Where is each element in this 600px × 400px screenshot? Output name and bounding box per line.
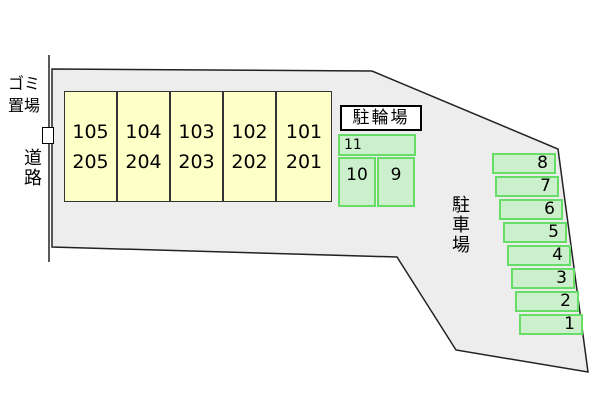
garbage-area-label-line2: 置場 [8, 96, 41, 115]
unit-upper-number: 104 [125, 120, 162, 143]
parking-space-6: 6 [499, 199, 563, 220]
parking-space-8: 8 [492, 153, 556, 174]
garbage-area-marker [42, 127, 54, 144]
unit-upper-number: 101 [285, 120, 323, 143]
unit-upper-number: 102 [231, 120, 268, 143]
parking-space-3: 3 [511, 268, 575, 289]
bike-space-10: 10 [338, 157, 376, 207]
bike-space-9: 9 [377, 157, 415, 207]
parking-label: 駐車場 [449, 195, 470, 255]
unit-upper-number: 103 [178, 120, 215, 143]
unit-102-202: 102 202 [223, 91, 276, 202]
unit-105-205: 105 205 [64, 91, 117, 202]
unit-101-201: 101 201 [276, 91, 332, 202]
unit-lower-number: 205 [72, 150, 109, 173]
unit-103-203: 103 203 [170, 91, 223, 202]
parking-space-5: 5 [503, 222, 567, 243]
unit-lower-number: 204 [125, 150, 162, 173]
parking-space-2: 2 [515, 291, 579, 312]
unit-lower-number: 203 [178, 150, 215, 173]
unit-lower-number: 201 [285, 150, 323, 173]
bike-parking-label: 駐輪場 [340, 105, 422, 131]
unit-lower-number: 202 [231, 150, 268, 173]
garbage-area-label-line1: ゴミ [8, 74, 41, 93]
parking-space-4: 4 [507, 245, 571, 266]
road-label: 道路 [21, 148, 42, 188]
unit-upper-number: 105 [72, 120, 109, 143]
parking-space-7: 7 [495, 176, 559, 197]
parking-space-1: 1 [519, 314, 583, 335]
bike-space-11: 11 [338, 134, 416, 156]
unit-104-204: 104 204 [117, 91, 170, 202]
